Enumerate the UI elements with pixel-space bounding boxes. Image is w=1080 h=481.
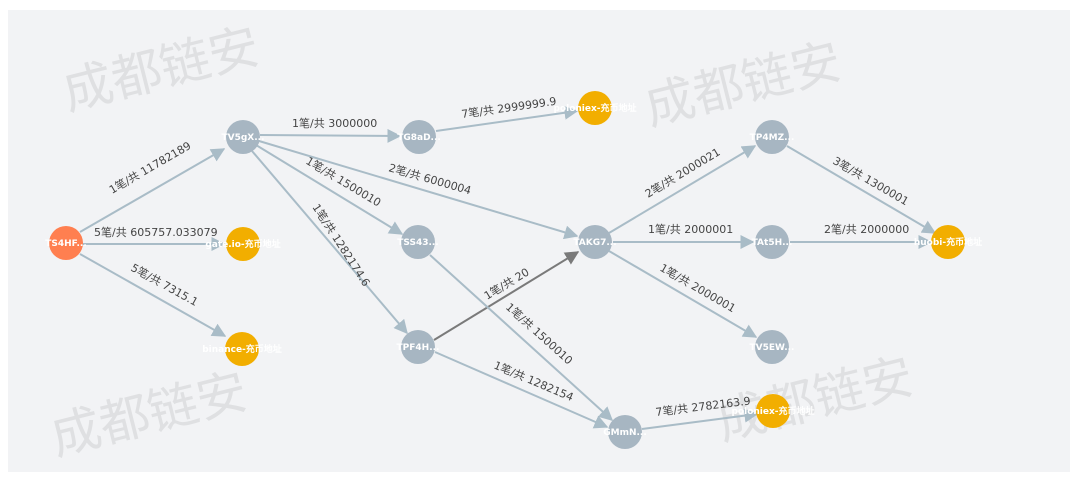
node-circle — [578, 91, 612, 125]
edges — [79, 105, 937, 430]
node-tv5gx[interactable]: TV5gX... — [221, 120, 265, 154]
node-tpf4h[interactable]: TPF4H... — [397, 330, 440, 364]
edge-label: 1笔/共 2000001 — [648, 222, 733, 236]
node-circle — [402, 120, 436, 154]
node-circle — [578, 225, 612, 259]
node-exchange-poloniex-bottom[interactable]: poloniex-充币地址 — [731, 394, 815, 428]
node-label: poloniex-充币地址 — [553, 102, 636, 114]
node-circle — [401, 225, 435, 259]
edge-tv5gx-tg8ad[interactable] — [259, 128, 402, 143]
node-exchange-poloniex-top[interactable]: poloniex-充币地址 — [553, 91, 637, 125]
node-circle — [226, 227, 260, 261]
edge-ts4hf-binance[interactable] — [79, 253, 227, 337]
node-circle — [756, 394, 790, 428]
node-circle — [49, 226, 83, 260]
edge-takg7-tv5ew[interactable] — [608, 250, 758, 338]
node-circle — [755, 330, 789, 364]
node-label: GMmN... — [603, 428, 647, 438]
edge-tp4mz-huobi[interactable] — [786, 145, 937, 234]
node-exchange-binance[interactable]: binance-充币地址 — [202, 332, 282, 366]
node-source-ts4hf[interactable]: TS4HF... — [45, 226, 87, 260]
edge-label: 2笔/共 2000000 — [824, 222, 909, 236]
node-gmmn[interactable]: GMmN... — [603, 415, 647, 449]
edge-tpf4h-gmmn[interactable] — [434, 351, 609, 429]
node-label: TAKG7... — [573, 238, 616, 248]
edge-tg8ad-poloniex1[interactable] — [435, 105, 579, 132]
edge-tpf4h-takg7[interactable] — [433, 251, 580, 341]
nodes: TS4HF... TV5gX... gate.io-充币地址 binance-充… — [45, 91, 982, 449]
edge-takg7-tp4mz[interactable] — [608, 145, 757, 234]
node-circle — [755, 120, 789, 154]
node-label: TPF4H... — [397, 343, 440, 353]
node-circle — [401, 330, 435, 364]
node-label: huobi-充币地址 — [914, 236, 982, 248]
node-label: gate.io-充币地址 — [205, 238, 280, 250]
node-exchange-gate[interactable]: gate.io-充币地址 — [205, 227, 281, 261]
node-label: TG8aD... — [397, 133, 441, 143]
edge-gmmn-poloniex2[interactable] — [641, 408, 759, 430]
node-tv5ew[interactable]: TV5EW... — [750, 330, 795, 364]
node-takg7[interactable]: TAKG7... — [573, 225, 617, 259]
edge-ts4hf-tv5gx[interactable] — [79, 148, 226, 233]
node-exchange-huobi[interactable]: huobi-充币地址 — [914, 225, 982, 259]
edge-tv5gx-tpf4h[interactable] — [251, 150, 408, 335]
node-label: TV5EW... — [750, 343, 795, 353]
edge-tv5gx-tss43[interactable] — [255, 144, 404, 235]
edge-label: 1笔/共 3000000 — [292, 116, 377, 130]
node-label: TP4MZ... — [750, 133, 795, 143]
node-label: poloniex-充币地址 — [731, 405, 814, 417]
edge-tv5gx-takg7[interactable] — [258, 140, 579, 240]
node-circle — [931, 225, 965, 259]
node-tg8ad[interactable]: TG8aD... — [397, 120, 441, 154]
node-label: TSS43... — [397, 238, 438, 248]
node-tp4mz[interactable]: TP4MZ... — [750, 120, 795, 154]
node-label: TV5gX... — [221, 133, 264, 143]
node-label: TAt5H... — [752, 238, 793, 248]
node-tat5h[interactable]: TAt5H... — [752, 225, 793, 259]
edge-tss43-gmmn[interactable] — [429, 254, 614, 421]
node-circle — [226, 120, 260, 154]
node-circle — [755, 225, 789, 259]
edge-label: 5笔/共 605757.033079 — [94, 225, 218, 239]
node-circle — [225, 332, 259, 366]
node-tss43[interactable]: TSS43... — [397, 225, 439, 259]
node-label: TS4HF... — [45, 239, 87, 249]
node-label: binance-充币地址 — [202, 343, 282, 355]
node-circle — [608, 415, 642, 449]
